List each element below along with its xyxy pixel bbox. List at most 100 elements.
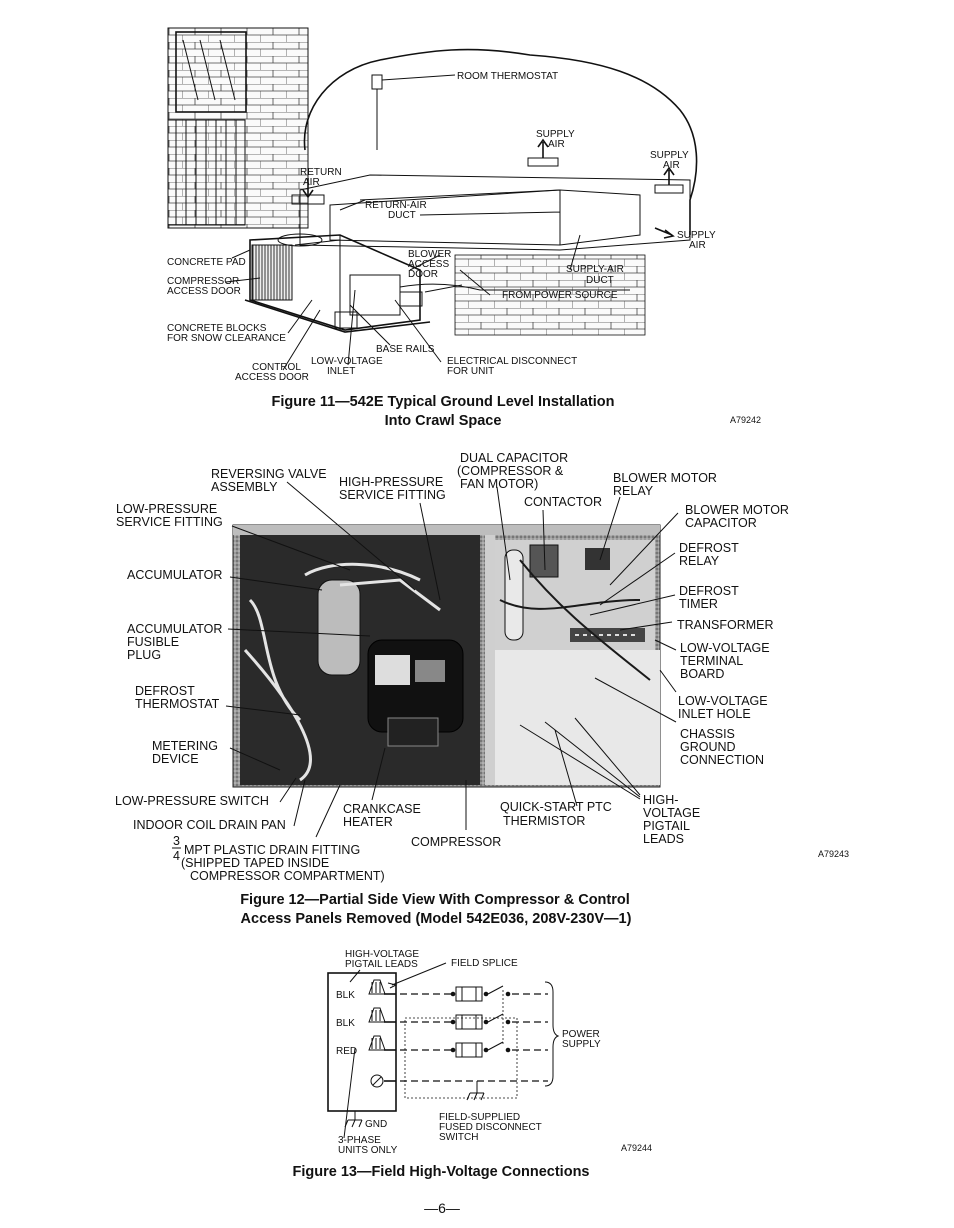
- label-blk-2: BLK: [336, 1018, 355, 1029]
- page-number: —6—: [424, 1200, 460, 1216]
- label-lv-inlet-hole-b: INLET HOLE: [678, 707, 751, 721]
- label-hv-pigtail-leads-b: PIGTAIL LEADS: [345, 959, 418, 970]
- label-blower-motor-relay-b: RELAY: [613, 484, 654, 498]
- label-accumulator-plug-a: ACCUMULATOR: [127, 622, 222, 636]
- label-reversing-valve-a: REVERSING VALVE: [211, 467, 327, 481]
- label-drain-fitting-b: (SHIPPED TAPED INSIDE: [181, 856, 329, 870]
- label-drain-fitting-num: 3: [173, 834, 180, 848]
- label-chassis-a: CHASSIS: [680, 727, 735, 741]
- label-dual-capacitor-b: (COMPRESSOR &: [457, 464, 564, 478]
- label-base-rails: BASE RAILS: [376, 344, 435, 355]
- figure-13-code: A79244: [621, 1143, 652, 1153]
- label-low-voltage-inlet-a: LOW-VOLTAGE: [311, 356, 383, 367]
- label-hv-pigtail-c: PIGTAIL: [643, 819, 690, 833]
- label-accumulator-plug-b: FUSIBLE: [127, 635, 179, 649]
- label-lv-terminal-a: LOW-VOLTAGE: [680, 641, 770, 655]
- figure-13-wiring-diagram: [327, 962, 560, 1139]
- label-drain-fitting-a: MPT PLASTIC DRAIN FITTING: [184, 843, 360, 857]
- label-blower-motor-capacitor-a: BLOWER MOTOR: [685, 503, 789, 517]
- label-defrost-relay-b: RELAY: [679, 554, 720, 568]
- label-lv-terminal-b: TERMINAL: [680, 654, 743, 668]
- label-drain-fitting-den: 4: [173, 849, 180, 863]
- label-supply-air-2b: AIR: [663, 160, 680, 171]
- label-hv-pigtail-b: VOLTAGE: [643, 806, 700, 820]
- figure-12-code: A79243: [818, 849, 849, 859]
- label-transformer: TRANSFORMER: [677, 618, 774, 632]
- label-indoor-coil-drain: INDOOR COIL DRAIN PAN: [133, 818, 286, 832]
- label-defrost-thermostat-b: THERMOSTAT: [135, 697, 220, 711]
- label-high-pressure-a: HIGH-PRESSURE: [339, 475, 443, 489]
- label-quick-start-b: THERMISTOR: [503, 814, 585, 828]
- label-compressor-access-a: COMPRESSOR: [167, 276, 239, 287]
- label-low-pressure-fitting-a: LOW-PRESSURE: [116, 502, 217, 516]
- label-contactor: CONTACTOR: [524, 495, 602, 509]
- label-supply-air-duct-b: DUCT: [586, 275, 614, 286]
- label-supply-air-duct-a: SUPPLY-AIR: [566, 264, 624, 275]
- label-chassis-c: CONNECTION: [680, 753, 764, 767]
- label-blower-motor-relay-a: BLOWER MOTOR: [613, 471, 717, 485]
- label-high-pressure-b: SERVICE FITTING: [339, 488, 446, 502]
- label-return-air-a: RETURN: [300, 167, 342, 178]
- label-blower-access-b: ACCESS: [408, 259, 449, 270]
- label-dual-capacitor-c: FAN MOTOR): [460, 477, 538, 491]
- label-lv-inlet-hole-a: LOW-VOLTAGE: [678, 694, 768, 708]
- label-disconnect-b: FUSED DISCONNECT: [439, 1122, 542, 1133]
- figure-13-caption: Figure 13—Field High-Voltage Connections: [292, 1164, 589, 1180]
- label-low-pressure-fitting-b: SERVICE FITTING: [116, 515, 223, 529]
- label-blower-motor-capacitor-b: CAPACITOR: [685, 516, 757, 530]
- label-red: RED: [336, 1046, 357, 1057]
- label-metering-a: METERING: [152, 739, 218, 753]
- label-return-air-duct-a: RETURN-AIR: [365, 200, 427, 211]
- figure-12-photo: [232, 524, 661, 788]
- label-control-access-a: CONTROL: [252, 362, 301, 373]
- label-from-power-source: FROM POWER SOURCE: [502, 290, 618, 301]
- label-control-access-b: ACCESS DOOR: [235, 372, 309, 383]
- figure-11-caption-line2: Into Crawl Space: [385, 413, 502, 429]
- label-electrical-disconnect-b: FOR UNIT: [447, 366, 494, 377]
- figure-11-code: A79242: [730, 415, 761, 425]
- label-power-supply-b: SUPPLY: [562, 1039, 601, 1050]
- label-three-phase-a: 3-PHASE: [338, 1135, 381, 1146]
- figure-11-caption-line1: Figure 11—542E Typical Ground Level Inst…: [272, 394, 615, 410]
- label-disconnect-c: SWITCH: [439, 1132, 478, 1143]
- label-accumulator: ACCUMULATOR: [127, 568, 222, 582]
- label-room-thermostat: ROOM THERMOSTAT: [457, 71, 558, 82]
- label-blk-1: BLK: [336, 990, 355, 1001]
- label-compressor: COMPRESSOR: [411, 835, 501, 849]
- label-blower-access-c: DOOR: [408, 269, 438, 280]
- label-supply-air-1b: AIR: [548, 139, 565, 150]
- label-supply-air-3b: AIR: [689, 240, 706, 251]
- label-power-supply-a: POWER: [562, 1029, 600, 1040]
- figure-12-caption-line1: Figure 12—Partial Side View With Compres…: [240, 892, 630, 908]
- label-low-voltage-inlet-b: INLET: [327, 366, 355, 377]
- label-defrost-thermostat-a: DEFROST: [135, 684, 195, 698]
- figure-11-installation-drawing: [167, 27, 698, 371]
- label-blower-access-a: BLOWER: [408, 249, 451, 260]
- label-supply-air-2a: SUPPLY: [650, 150, 689, 161]
- label-gnd: GND: [365, 1119, 387, 1130]
- label-return-air-b: AIR: [303, 177, 320, 188]
- label-field-splice: FIELD SPLICE: [451, 958, 518, 969]
- label-electrical-disconnect-a: ELECTRICAL DISCONNECT: [447, 356, 577, 367]
- label-dual-capacitor-a: DUAL CAPACITOR: [460, 451, 568, 465]
- label-low-pressure-switch: LOW-PRESSURE SWITCH: [115, 794, 269, 808]
- label-defrost-relay-a: DEFROST: [679, 541, 739, 555]
- label-chassis-b: GROUND: [680, 740, 736, 754]
- label-disconnect-a: FIELD-SUPPLIED: [439, 1112, 520, 1123]
- label-defrost-timer-b: TIMER: [679, 597, 718, 611]
- label-metering-b: DEVICE: [152, 752, 199, 766]
- label-concrete-blocks-a: CONCRETE BLOCKS: [167, 323, 267, 334]
- label-compressor-access-b: ACCESS DOOR: [167, 286, 241, 297]
- label-concrete-pad: CONCRETE PAD: [167, 257, 246, 268]
- label-drain-fitting-c: COMPRESSOR COMPARTMENT): [190, 869, 385, 883]
- label-defrost-timer-a: DEFROST: [679, 584, 739, 598]
- label-hv-pigtail-d: LEADS: [643, 832, 684, 846]
- label-accumulator-plug-c: PLUG: [127, 648, 161, 662]
- ground-row: [344, 1074, 548, 1128]
- label-hv-pigtail-leads-a: HIGH-VOLTAGE: [345, 949, 419, 960]
- wire-row-3: [368, 1035, 548, 1058]
- label-lv-terminal-c: BOARD: [680, 667, 724, 681]
- wire-row-2: [368, 1007, 548, 1030]
